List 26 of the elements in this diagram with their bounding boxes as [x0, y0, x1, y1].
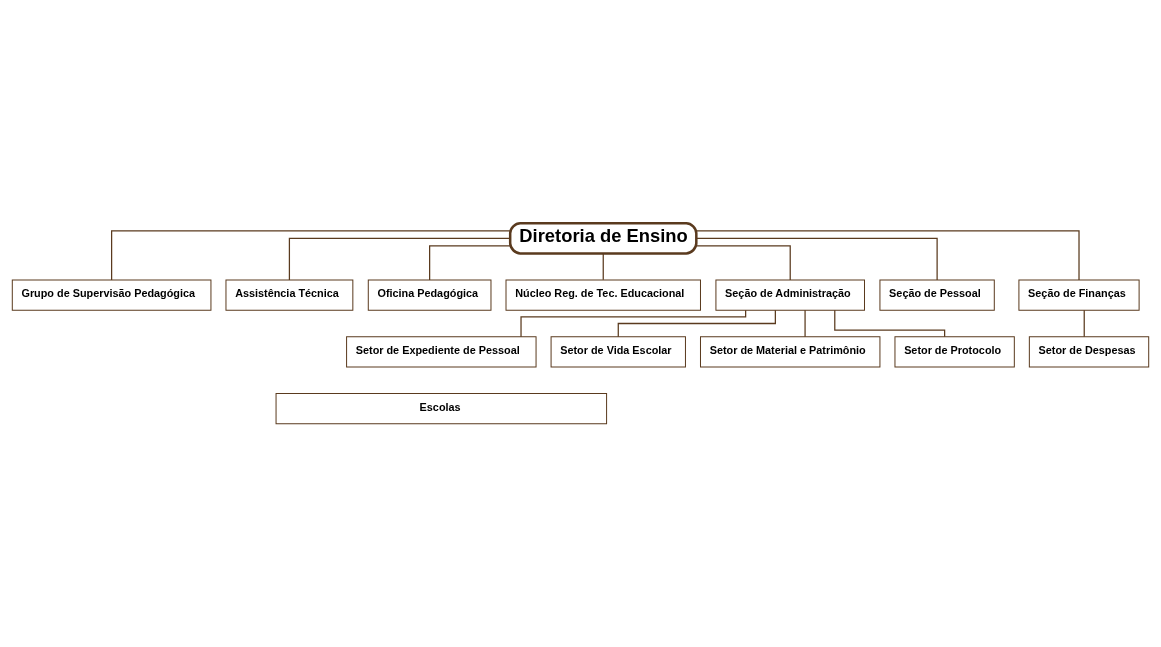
node-box: Oficina Pedagógica	[367, 279, 492, 311]
node-box: Seção de Finanças	[1018, 279, 1140, 311]
connector	[695, 230, 1080, 281]
connector	[111, 230, 511, 281]
connector	[834, 309, 946, 338]
connector	[429, 245, 511, 281]
node-box: Escolas	[275, 393, 608, 425]
node-box: Setor de Protocolo	[894, 336, 1015, 368]
node-box: Assistência Técnica	[225, 279, 354, 311]
node-box: Núcleo Reg. de Tec. Educacional	[505, 279, 701, 311]
node-box: Diretoria de Ensino	[508, 222, 698, 255]
connector	[1083, 309, 1085, 338]
connector	[602, 252, 604, 281]
connector	[617, 309, 776, 338]
node-box: Seção de Pessoal	[879, 279, 995, 311]
connector	[695, 237, 938, 281]
connector	[804, 309, 806, 338]
node-box: Setor de Vida Escolar	[550, 336, 686, 368]
node-box: Setor de Despesas	[1028, 336, 1150, 368]
node-box: Setor de Expediente de Pessoal	[346, 336, 537, 368]
node-box: Grupo de Supervisão Pedagógica	[11, 279, 212, 311]
node-box: Seção de Administração	[715, 279, 865, 311]
connector	[288, 237, 511, 281]
node-box: Setor de Material e Patrimônio	[700, 336, 881, 368]
connector	[520, 309, 747, 338]
connector	[695, 245, 791, 281]
